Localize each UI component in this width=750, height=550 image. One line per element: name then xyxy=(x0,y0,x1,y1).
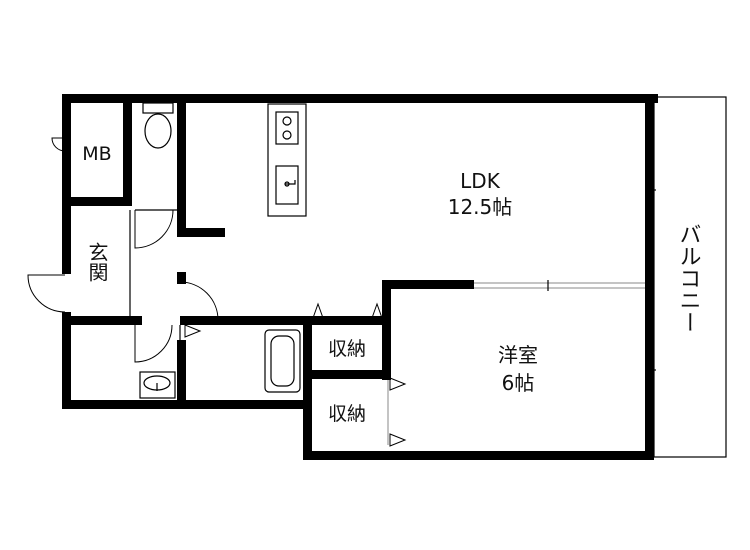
front-door-arc xyxy=(27,274,66,313)
storage-label-lower: 収納 xyxy=(328,403,366,425)
corridor-door-arc xyxy=(179,281,219,321)
storage-label-upper: 収納 xyxy=(328,338,366,360)
toilet-bowl-icon xyxy=(144,113,172,149)
kitchen-counter xyxy=(267,103,307,217)
entrance-label: 玄関 xyxy=(85,242,109,282)
room-labels: LDK 12.5帖 洋室 6帖 収納 収納 MB 玄関 バルコニー xyxy=(82,143,700,425)
stove-icon xyxy=(275,111,299,145)
washroom-door-arc xyxy=(134,324,173,363)
ldk-size: 12.5帖 xyxy=(448,195,513,219)
door-swings xyxy=(27,137,407,447)
walls xyxy=(62,94,658,460)
bathtub-icon xyxy=(264,329,301,393)
meter-box-label: MB xyxy=(82,143,111,165)
western-room-size: 6帖 xyxy=(502,371,535,395)
kitchen-sink-icon xyxy=(275,165,299,205)
ldk-name: LDK xyxy=(460,169,501,193)
toilet-tank-icon xyxy=(142,102,174,114)
western-room-name: 洋室 xyxy=(498,343,538,367)
fixtures xyxy=(139,102,307,399)
toilet-door-arc xyxy=(134,209,174,249)
wash-basin-icon xyxy=(139,371,176,399)
balcony-label: バルコニー xyxy=(676,223,701,333)
